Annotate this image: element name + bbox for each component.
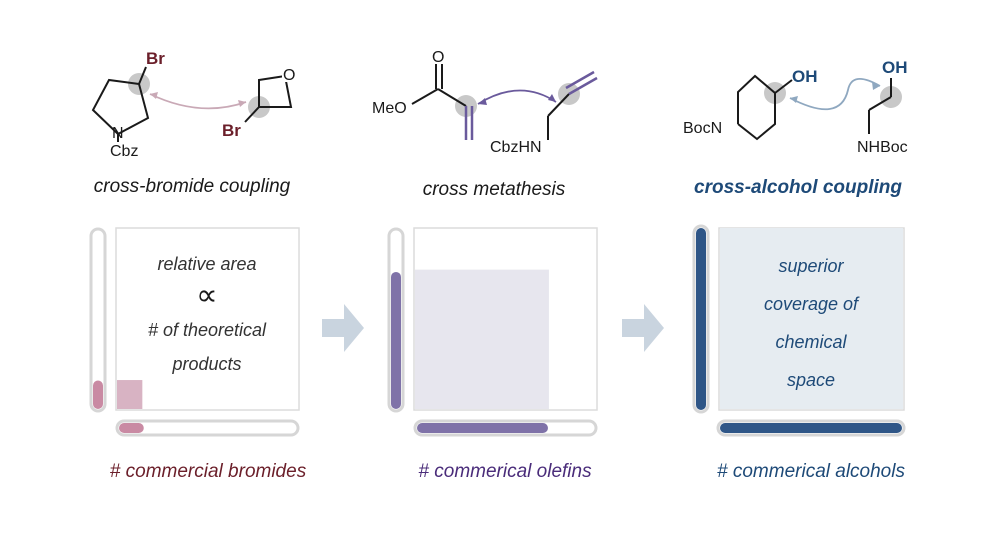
theoretical-products-area [720,228,903,409]
box-text-line-2: coverage of [764,294,860,314]
box-text-line-4: space [787,370,835,390]
ester-label: MeO [372,100,407,117]
panel-bromide: Br N Cbz O Br cross-bromide coupling rel… [89,49,307,482]
reaction-label: cross metathesis [423,179,566,200]
proportional-symbol: ∝ [196,278,217,313]
horizontal-track [115,419,300,437]
horizontal-fill-bar [119,423,144,433]
box-text-line-1: superior [778,256,844,276]
theoretical-products-area [117,380,143,409]
box-text-line-3: chemical [775,332,847,352]
vertical-fill-bar [696,228,706,410]
axis-label: # commercial bromides [110,461,307,482]
protecting-group-label: Cbz [110,143,138,160]
nitrogen-label: N [112,125,124,142]
coverage-plot [387,227,598,437]
nitrogen-label: BocN [683,120,722,137]
box-text-line-4: products [171,354,241,374]
coupling-arrow [789,78,881,111]
axis-label: # commerical olefins [418,461,592,482]
coupling-arrow [149,92,247,110]
hydroxyl-label: OH [882,58,908,77]
bromine-label: Br [146,49,165,68]
progression-arrow [322,304,364,352]
vertical-fill-bar [93,380,103,409]
horizontal-fill-bar [720,423,902,433]
coverage-box [115,227,300,411]
hydroxyl-label: OH [792,67,818,86]
methyl-methacrylate-structure: O MeO [372,49,477,140]
panel-olefin: O MeO CbzHN cross metathesis # commerica… [372,49,598,482]
vertical-fill-bar [391,271,401,409]
coupling-arrow [477,89,557,105]
bromooxetane-structure: O Br [222,66,296,140]
hydroxypiperidine-structure: OH BocN [683,67,818,141]
panel-alcohol: OH BocN OH NHBoc cross-alcohol coupling … [683,58,908,482]
bromine-label: Br [222,121,241,140]
box-text-line-3: # of theoretical [148,320,267,340]
box-text-line-1: relative area [157,254,256,274]
amine-label: CbzHN [490,139,542,156]
reaction-label: cross-alcohol coupling [694,177,902,198]
theoretical-products-area [415,269,549,409]
bromopyrrolidine-structure: Br N Cbz [91,49,165,160]
carbonyl-oxygen-label: O [432,49,444,66]
oxygen-label: O [283,67,295,84]
horizontal-fill-bar [417,423,548,433]
amine-label: NHBoc [857,139,908,156]
coverage-plot: relative area ∝ # of theoretical product… [89,227,300,437]
progression-arrow [622,304,664,352]
boc-aminoethanol-structure: OH NHBoc [857,58,908,156]
vertical-track [89,227,107,413]
coverage-plot: superior coverage of chemical space [692,224,906,437]
axis-label: # commerical alcohols [717,461,905,482]
reaction-label: cross-bromide coupling [94,176,291,197]
allyl-carbamate-structure: CbzHN [490,70,598,156]
